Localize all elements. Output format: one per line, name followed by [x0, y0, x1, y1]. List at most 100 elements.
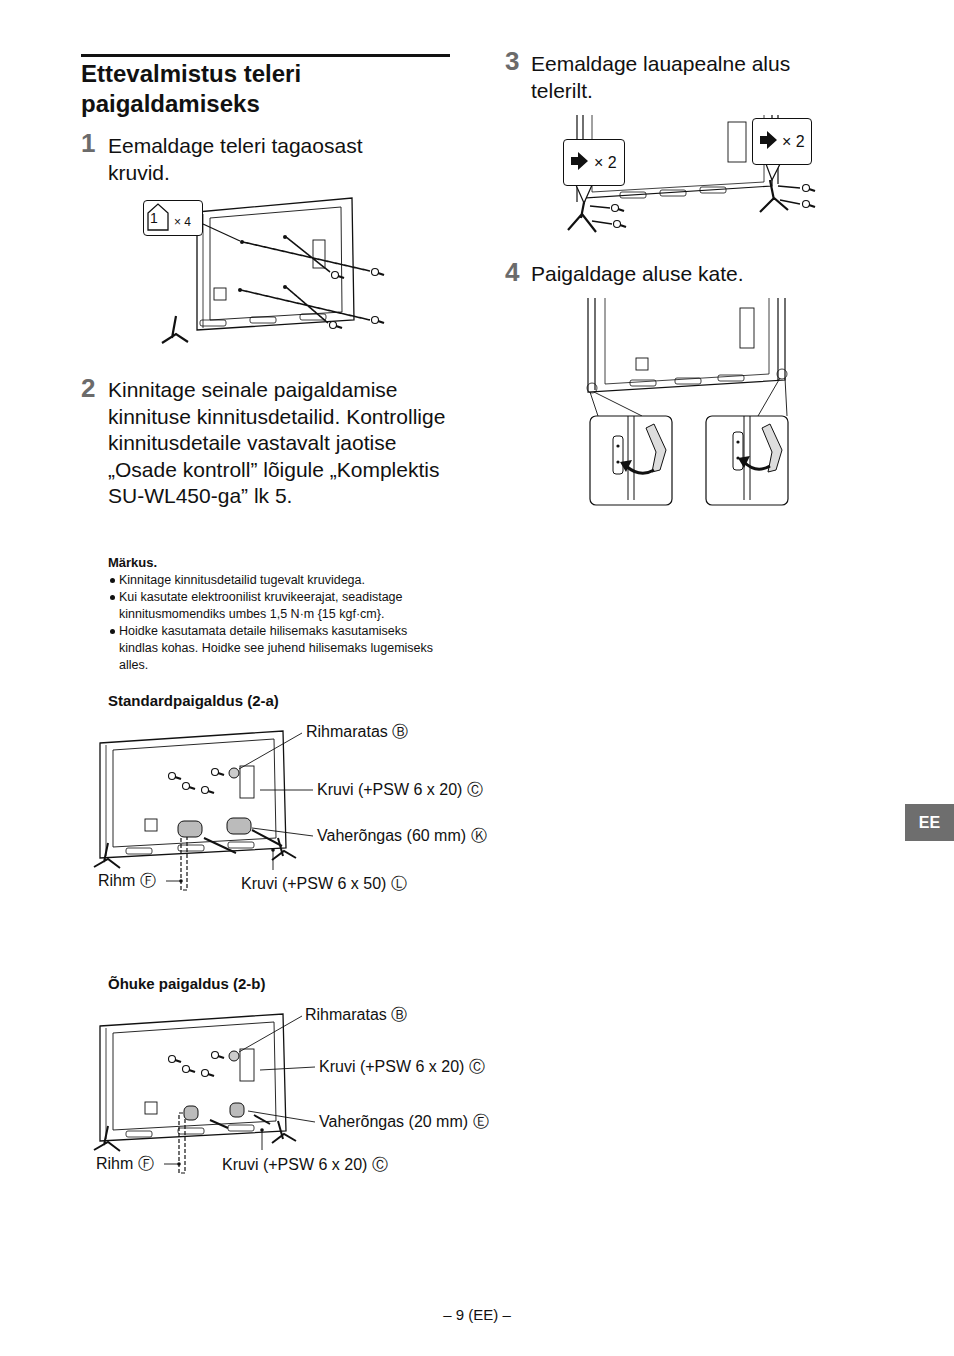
part-label: Vaherõngas (20 mm) Ⓔ [319, 1112, 489, 1132]
stand-cover-figure [762, 424, 782, 472]
tv-wall-mount-standard [183, 783, 196, 790]
stand-cover-figure [706, 416, 788, 505]
stand-cover-figure [616, 460, 619, 463]
tv-stand-removal-figure [803, 185, 816, 192]
tv-back-figure-step1 [200, 320, 226, 326]
stand-cover-figure [740, 308, 754, 348]
tv-stand-removal-figure [612, 205, 625, 212]
stand-cover-figure [620, 460, 632, 472]
note-text: Hoidke kasutamata detaile hilisemaks kas… [119, 623, 449, 674]
part-label: Kruvi (+PSW 6 x 50) Ⓛ [241, 874, 407, 894]
stand-cover-figure [616, 444, 619, 447]
tv-wall-mount-slim [94, 1014, 315, 1173]
tv-back-figure-step1 [148, 204, 168, 230]
tv-back-figure-step1 [214, 288, 226, 300]
tv-wall-mount-slim [94, 1014, 296, 1151]
stand-cover-figure [588, 298, 785, 392]
stand-cover-figure [733, 432, 743, 470]
stand-cover-figure [626, 466, 654, 473]
tv-wall-mount-standard [169, 773, 182, 780]
step-text: Paigaldage aluse kate. [531, 260, 851, 287]
stand-cover-figure [613, 436, 623, 474]
language-tab: EE [905, 804, 954, 841]
tv-back-figure-step1 [203, 224, 240, 241]
stand-cover-figure [587, 383, 597, 393]
tv-stand-removal-figure [752, 118, 812, 165]
tv-stand-removal-figure [620, 192, 646, 198]
tv-back-figure-step1 [241, 237, 370, 323]
tv-wall-mount-slim [169, 1056, 182, 1063]
tv-back-figure-step1 [143, 198, 384, 343]
tv-wall-mount-slim [212, 1052, 225, 1059]
tv-back-figure-step1 [250, 317, 276, 323]
page-number: – 9 (EE) – [417, 1305, 537, 1324]
stand-cover-figure [777, 369, 787, 379]
tv-back-figure-step1 [210, 207, 342, 320]
step-number: 3 [505, 46, 529, 76]
section-title: Ettevalmistus teleri paigaldamiseks [81, 59, 451, 119]
tv-wall-mount-standard [212, 769, 225, 776]
tv-back-figure-step1 [240, 240, 244, 244]
tv-stand-removal-figure [760, 131, 777, 149]
tv-back-figure-step1 [332, 272, 345, 279]
quantity-callout: × 2 [563, 139, 625, 186]
tv-stand-removal-figure [614, 221, 627, 228]
step-text: Kinnitage seinale paigaldamise kinnituse… [108, 377, 453, 510]
tv-wall-mount-standard [229, 768, 239, 778]
tv-wall-mount-slim [183, 1066, 196, 1073]
tv-wall-mount-slim [229, 1051, 239, 1061]
step-text: Eemaldage teleri tagaosast kruvid. [108, 132, 428, 186]
tv-wall-mount-standard [227, 818, 251, 834]
stand-cover-figure [744, 462, 770, 469]
tv-wall-mount-standard [94, 731, 313, 890]
stand-cover-figure [736, 440, 739, 443]
tv-stand-removal-figure [728, 122, 746, 162]
stand-cover-figure [590, 378, 787, 416]
part-label: Rihmaratas Ⓑ [305, 1005, 407, 1025]
stand-cover-figure [646, 424, 666, 472]
step-number: 1 [81, 128, 105, 158]
part-label: Vaherõngas (60 mm) Ⓚ [317, 826, 487, 846]
part-label: Kruvi (+PSW 6 x 20) Ⓒ [317, 780, 483, 800]
note-text: Kui kasutate elektroonilist kruvikeeraja… [119, 589, 449, 623]
tv-back-figure-step1 [283, 235, 287, 239]
quantity-text: × 2 [594, 154, 617, 172]
stand-cover-figure [718, 375, 744, 381]
tv-wall-mount-standard [179, 879, 183, 883]
quantity-text: × 2 [782, 133, 805, 151]
tv-back-figure-step1 [143, 200, 203, 236]
tv-stand-removal-figure [563, 139, 625, 186]
part-label: Kruvi (+PSW 6 x 20) Ⓒ [319, 1057, 485, 1077]
part-label: Kruvi (+PSW 6 x 20) Ⓒ [222, 1155, 388, 1175]
tv-back-figure-step1 [372, 269, 385, 276]
step-number: 2 [81, 373, 105, 403]
tv-wall-mount-standard [94, 731, 296, 868]
tv-stand-removal-figure [576, 185, 592, 203]
stand-cover-figure [590, 416, 672, 505]
tv-wall-mount-standard [204, 830, 282, 853]
note-heading: Märkus. [108, 554, 308, 571]
tv-back-figure-step1 [162, 316, 188, 343]
part-label: Rihmaratas Ⓑ [306, 722, 408, 742]
stand-cover-figure [605, 298, 769, 384]
tv-wall-mount-standard [271, 848, 275, 852]
tv-wall-mount-standard [166, 733, 313, 881]
tv-back-figure-step1 [283, 285, 287, 289]
tv-wall-mount-slim [184, 1106, 198, 1120]
language-code: EE [919, 814, 940, 832]
tv-wall-mount-slim [202, 1070, 215, 1077]
stand-cover-figure [587, 298, 788, 505]
tv-stand-removal-figure [577, 115, 778, 202]
tv-wall-mount-standard [178, 821, 202, 837]
icon-number: 1 [150, 210, 158, 226]
quantity-callout: 1× 4 [143, 200, 203, 236]
step-number: 4 [505, 257, 529, 287]
note-text: Kinnitage kinnitusdetailid tugevalt kruv… [119, 572, 449, 589]
tv-stand-removal-figure [700, 187, 726, 193]
bullet-dot [110, 578, 115, 583]
part-label: Rihm Ⓕ [98, 871, 156, 891]
tv-wall-mount-slim [230, 1103, 244, 1117]
tv-wall-mount-slim [260, 1128, 264, 1132]
tv-stand-removal-figure [766, 164, 780, 180]
tv-stand-removal-figure [590, 186, 800, 224]
